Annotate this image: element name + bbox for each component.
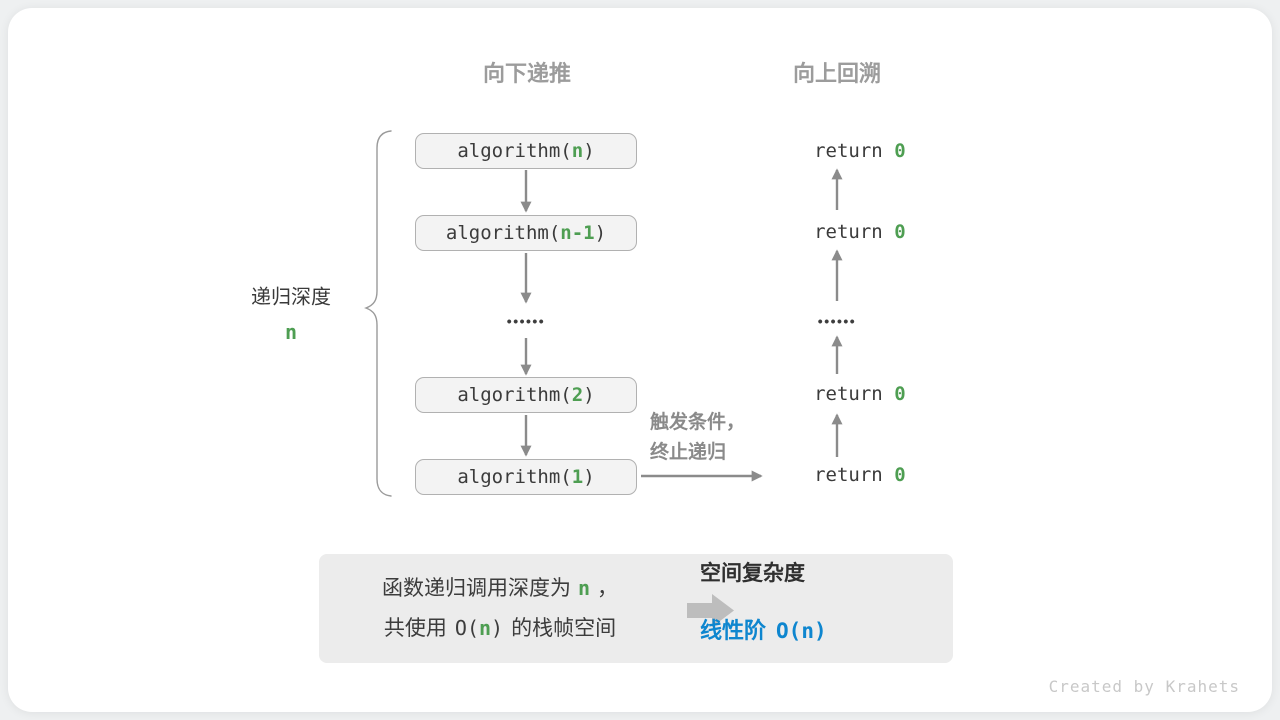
summary-line-2: 共使用 O(n) 的栈帧空间 — [330, 614, 670, 643]
summary-l1-post: ， — [597, 577, 619, 600]
complexity-big-o: O(n) — [776, 619, 827, 643]
termination-note-line1: 触发条件， — [650, 412, 746, 433]
return-statement-2: return 0 — [768, 199, 906, 265]
recurse-header: 向下递推 — [482, 61, 572, 86]
call-arg: n — [571, 140, 584, 162]
call-prefix: algorithm( — [457, 140, 572, 162]
call-prefix: algorithm( — [457, 466, 572, 488]
return-value: 0 — [894, 221, 906, 243]
big-o-close: ) — [491, 616, 504, 640]
return-value: 0 — [894, 383, 906, 405]
big-o-var: n — [801, 619, 814, 643]
big-o-close: ) — [813, 619, 827, 643]
return-value: 0 — [894, 464, 906, 486]
call-box-n-1: algorithm(n-1) — [415, 215, 637, 251]
call-suffix: ) — [594, 222, 607, 244]
backtrack-header: 向上回溯 — [792, 61, 882, 86]
return-statement-4: return 0 — [768, 442, 906, 508]
recursion-depth-label: 递归深度 — [251, 286, 331, 309]
summary-l1-pre: 函数递归调用深度为 — [381, 577, 571, 600]
call-prefix: algorithm( — [457, 384, 572, 406]
return-keyword: return — [814, 221, 895, 243]
stack-ellipsis: •••••• — [506, 313, 546, 329]
return-ellipsis: •••••• — [817, 313, 857, 329]
termination-note: 触发条件， 终止递归 — [650, 408, 745, 468]
call-box-1: algorithm(1) — [415, 459, 637, 495]
complexity-result: 线性阶 O(n) — [700, 613, 982, 645]
call-box-2: algorithm(2) — [415, 377, 637, 413]
return-keyword: return — [814, 464, 895, 486]
big-o-open: O( — [454, 616, 479, 640]
big-o-var: n — [479, 616, 492, 640]
call-suffix: ) — [583, 140, 595, 162]
call-arg: 1 — [571, 466, 584, 488]
credit-watermark: Created by Krahets — [1048, 677, 1240, 696]
summary-line-1: 函数递归调用深度为 n ， — [330, 574, 670, 603]
call-prefix: algorithm( — [445, 222, 561, 244]
space-complexity-title: 空间复杂度 — [700, 562, 805, 585]
call-arg: n-1 — [560, 222, 595, 244]
recursion-depth-value: n — [284, 320, 298, 344]
summary-l2-post: 的栈帧空间 — [511, 617, 617, 640]
summary-l1-var: n — [577, 576, 591, 600]
implies-arrow-icon — [687, 594, 734, 627]
call-suffix: ) — [583, 384, 595, 406]
summary-l2-pre: 共使用 — [383, 617, 447, 640]
summary-l2-expr: O(n) — [455, 616, 503, 640]
complexity-order-label: 线性阶 — [700, 618, 767, 643]
big-o-open: O( — [776, 619, 802, 643]
termination-note-line2: 终止递归 — [650, 442, 727, 463]
return-statement-3: return 0 — [768, 361, 906, 427]
call-suffix: ) — [583, 466, 595, 488]
call-box-n: algorithm(n) — [415, 133, 637, 169]
return-statement-1: return 0 — [768, 118, 906, 184]
return-keyword: return — [814, 383, 895, 405]
return-value: 0 — [894, 140, 906, 162]
call-arg: 2 — [571, 384, 584, 406]
return-keyword: return — [814, 140, 895, 162]
